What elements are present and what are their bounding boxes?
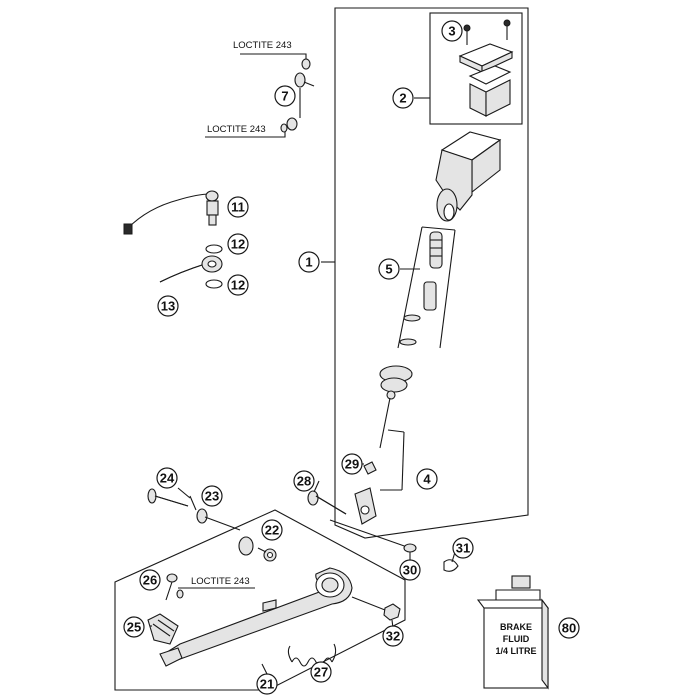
reservoir-assembly (458, 19, 514, 117)
svg-text:23: 23 (205, 489, 219, 504)
callout-12a: 12 (227, 233, 249, 255)
svg-text:12: 12 (231, 278, 245, 293)
callout-23: 23 (201, 485, 223, 507)
master-cylinder-body (435, 131, 502, 222)
push-rod (354, 390, 405, 525)
screw-7-group (205, 53, 315, 138)
svg-text:29: 29 (345, 457, 359, 472)
callout-11: 11 (227, 196, 249, 218)
svg-text:11: 11 (231, 200, 245, 215)
jug-label-line1: BRAKE (500, 622, 532, 632)
svg-text:30: 30 (403, 563, 417, 578)
pedal-frame (114, 509, 406, 691)
loctite-label-pedal: LOCTITE 243 (191, 576, 250, 587)
callout-13: 13 (157, 295, 179, 317)
loctite-label-top: LOCTITE 243 (233, 40, 292, 51)
callout-1: 1 (298, 251, 320, 273)
svg-text:4: 4 (423, 472, 431, 487)
callout-80: 80 (558, 617, 580, 639)
callout-26: 26 (139, 569, 161, 591)
svg-text:5: 5 (385, 262, 392, 277)
pivot-bolt-group (307, 490, 459, 572)
svg-text:22: 22 (265, 523, 279, 538)
callout-32: 32 (382, 625, 404, 647)
svg-text:3: 3 (448, 24, 455, 39)
svg-text:80: 80 (562, 621, 576, 636)
callout-30: 30 (399, 559, 421, 581)
brake-switch-group (123, 190, 223, 289)
svg-text:28: 28 (297, 474, 311, 489)
callout-27: 27 (310, 661, 332, 683)
svg-text:32: 32 (386, 629, 400, 644)
loctite-label-middle: LOCTITE 243 (207, 124, 266, 135)
callout-3: 3 (441, 20, 463, 42)
jug-label-line2: FLUID (503, 634, 530, 644)
brake-fluid-jug (476, 575, 550, 690)
svg-text:25: 25 (127, 620, 141, 635)
callout-31: 31 (452, 537, 474, 559)
svg-text:26: 26 (143, 573, 157, 588)
callout-4: 4 (416, 468, 438, 490)
master-cylinder-frame (334, 7, 529, 539)
callout-25: 25 (123, 616, 145, 638)
svg-text:12: 12 (231, 237, 245, 252)
svg-text:7: 7 (281, 89, 288, 104)
callout-2: 2 (392, 87, 414, 109)
callout-7: 7 (274, 85, 296, 107)
callout-21: 21 (256, 673, 278, 695)
pedal-assembly (147, 488, 401, 667)
svg-text:2: 2 (399, 91, 406, 106)
svg-text:21: 21 (260, 677, 274, 692)
callout-12b: 12 (227, 274, 249, 296)
reservoir-frame (429, 12, 523, 125)
svg-text:24: 24 (160, 471, 175, 486)
callout-5: 5 (378, 258, 400, 280)
callout-29: 29 (341, 453, 363, 475)
callout-28: 28 (293, 470, 315, 492)
svg-text:27: 27 (314, 665, 328, 680)
svg-text:1: 1 (305, 255, 312, 270)
svg-text:13: 13 (161, 299, 175, 314)
svg-text:31: 31 (456, 541, 470, 556)
callout-24: 24 (156, 467, 178, 489)
leader-lines (150, 97, 456, 677)
callout-22: 22 (261, 519, 283, 541)
piston-set (379, 226, 456, 393)
jug-label-line3: 1/4 LITRE (495, 646, 536, 656)
